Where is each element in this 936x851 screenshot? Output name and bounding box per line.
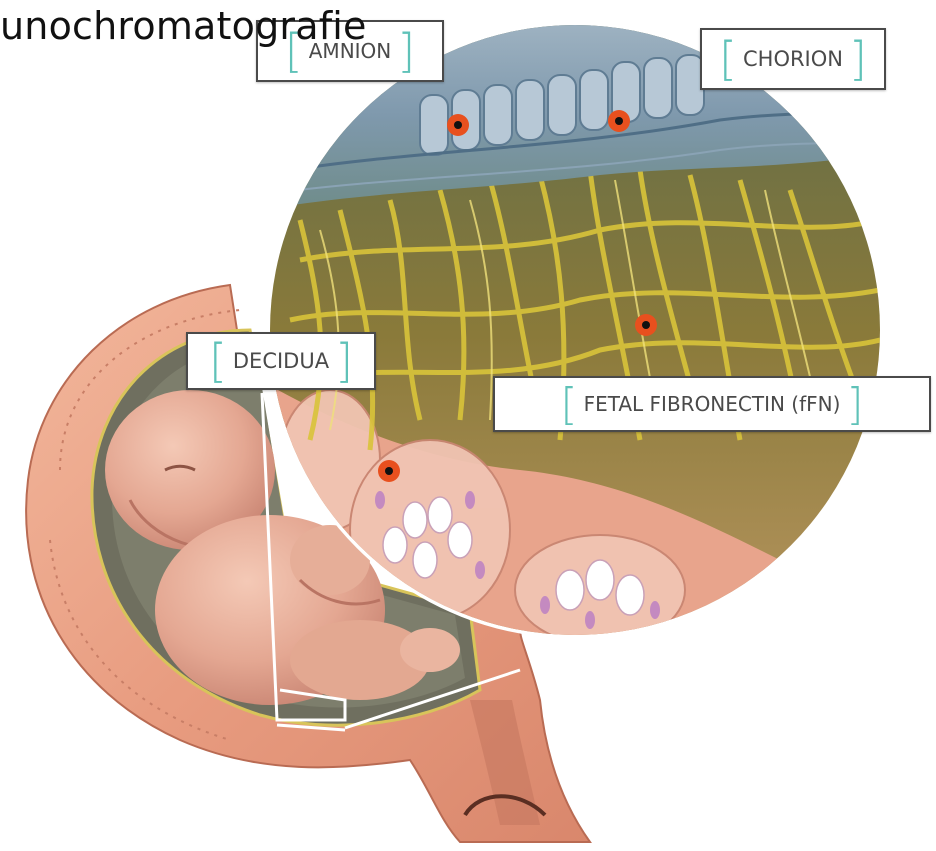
marker-dot-icon (378, 460, 400, 482)
label-text: CHORION (743, 47, 843, 71)
label-fetal-fibronectin: [ FETAL FIBRONECTIN (fFN) ] (493, 376, 931, 432)
bracket-left-icon: [ (209, 334, 227, 388)
label-text: DECIDUA (233, 349, 329, 373)
bracket-left-icon: [ (560, 379, 577, 430)
label-text: FETAL FIBRONECTIN (fFN) (584, 392, 841, 416)
label-decidua: [ DECIDUA ] (186, 332, 376, 390)
marker-dot-icon (447, 114, 469, 136)
bracket-right-icon: ] (397, 24, 415, 78)
bracket-right-icon: ] (335, 334, 353, 388)
marker-dot-icon (608, 110, 630, 132)
marker-dot-icon (635, 314, 657, 336)
bracket-left-icon: [ (719, 32, 737, 86)
label-chorion: [ CHORION ] (700, 28, 886, 90)
page-heading: unochromatografie (0, 4, 367, 48)
bracket-right-icon: ] (849, 32, 867, 86)
bracket-right-icon: ] (846, 379, 863, 430)
